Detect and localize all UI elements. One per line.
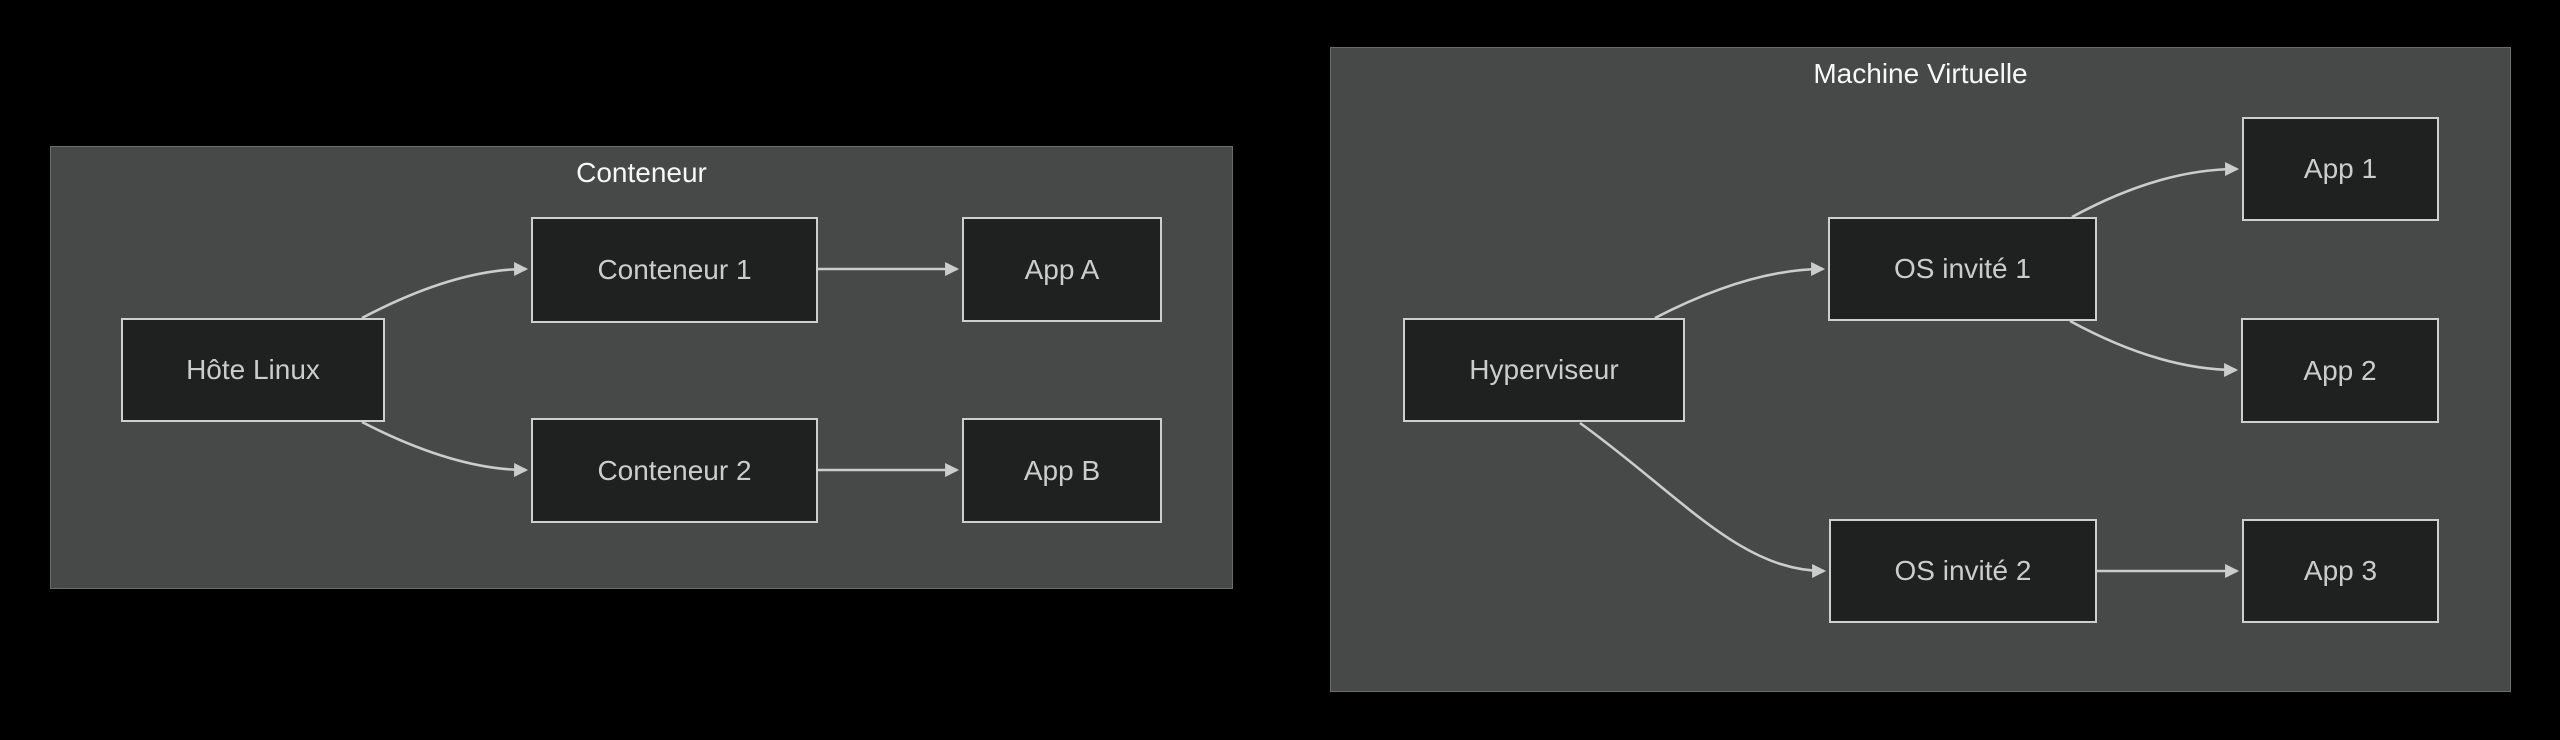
node-app-2-label: App 2: [2303, 354, 2377, 386]
node-app-1: App 1: [2242, 117, 2439, 221]
node-os-invite-2-label: OS invité 2: [1894, 555, 2032, 586]
node-app-3-label: App 3: [2303, 555, 2378, 586]
node-app-b-label: App B: [1023, 454, 1101, 486]
node-conteneur-1-label: Conteneur 1: [597, 254, 752, 285]
node-hote-linux-label: Hôte Linux: [186, 354, 320, 385]
node-conteneur-2-label: Conteneur 2: [597, 454, 752, 486]
cluster-machine-virtuelle-title: Machine Virtuelle: [1813, 58, 2028, 89]
cluster-conteneur-title: Conteneur: [576, 157, 707, 188]
node-app-1-label: App 1: [2303, 153, 2378, 184]
node-conteneur-2: Conteneur 2: [531, 418, 818, 523]
node-app-a: App A: [962, 217, 1162, 322]
node-app-b: App B: [962, 418, 1162, 523]
node-conteneur-1: Conteneur 1: [531, 217, 818, 323]
node-app-a-label: App A: [1024, 253, 1100, 285]
node-app-3: App 3: [2242, 519, 2439, 623]
node-os-invite-2: OS invité 2: [1829, 519, 2097, 623]
node-app-2: App 2: [2241, 318, 2439, 423]
node-os-invite-1: OS invité 1: [1828, 217, 2097, 321]
node-hyperviseur: Hyperviseur: [1403, 318, 1685, 422]
node-hyperviseur-label: Hyperviseur: [1469, 354, 1619, 385]
node-hote-linux: Hôte Linux: [121, 318, 385, 422]
node-os-invite-1-label: OS invité 1: [1894, 253, 2031, 284]
